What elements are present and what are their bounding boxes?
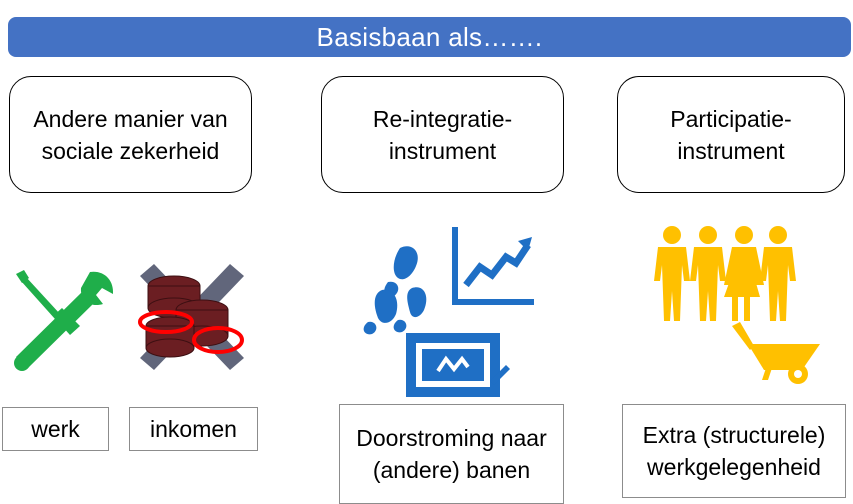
category-box-participation: Participatie-instrument xyxy=(617,76,845,193)
tools-icon xyxy=(14,270,114,371)
category-box-reintegration: Re-integratie-instrument xyxy=(321,76,564,193)
people-group-icon xyxy=(654,226,796,321)
outcome-box-work: werk xyxy=(2,407,109,451)
wheelbarrow-icon xyxy=(732,322,820,384)
line-chart-icon xyxy=(452,227,534,305)
category-box-social-security: Andere manier van sociale zekerheid xyxy=(9,76,252,193)
outcome-box-income: inkomen xyxy=(129,407,258,451)
outcome-box-extra-employment: Extra (structurele) werkgelegenheid xyxy=(622,404,846,498)
outcome-box-progression: Doorstroming naar (andere) banen xyxy=(339,404,564,504)
whiteboard-icon xyxy=(406,333,510,397)
banner-title: Basisbaan als……. xyxy=(8,17,851,57)
crossed-out-coins-icon xyxy=(138,264,244,370)
footprints-icon xyxy=(363,246,427,335)
